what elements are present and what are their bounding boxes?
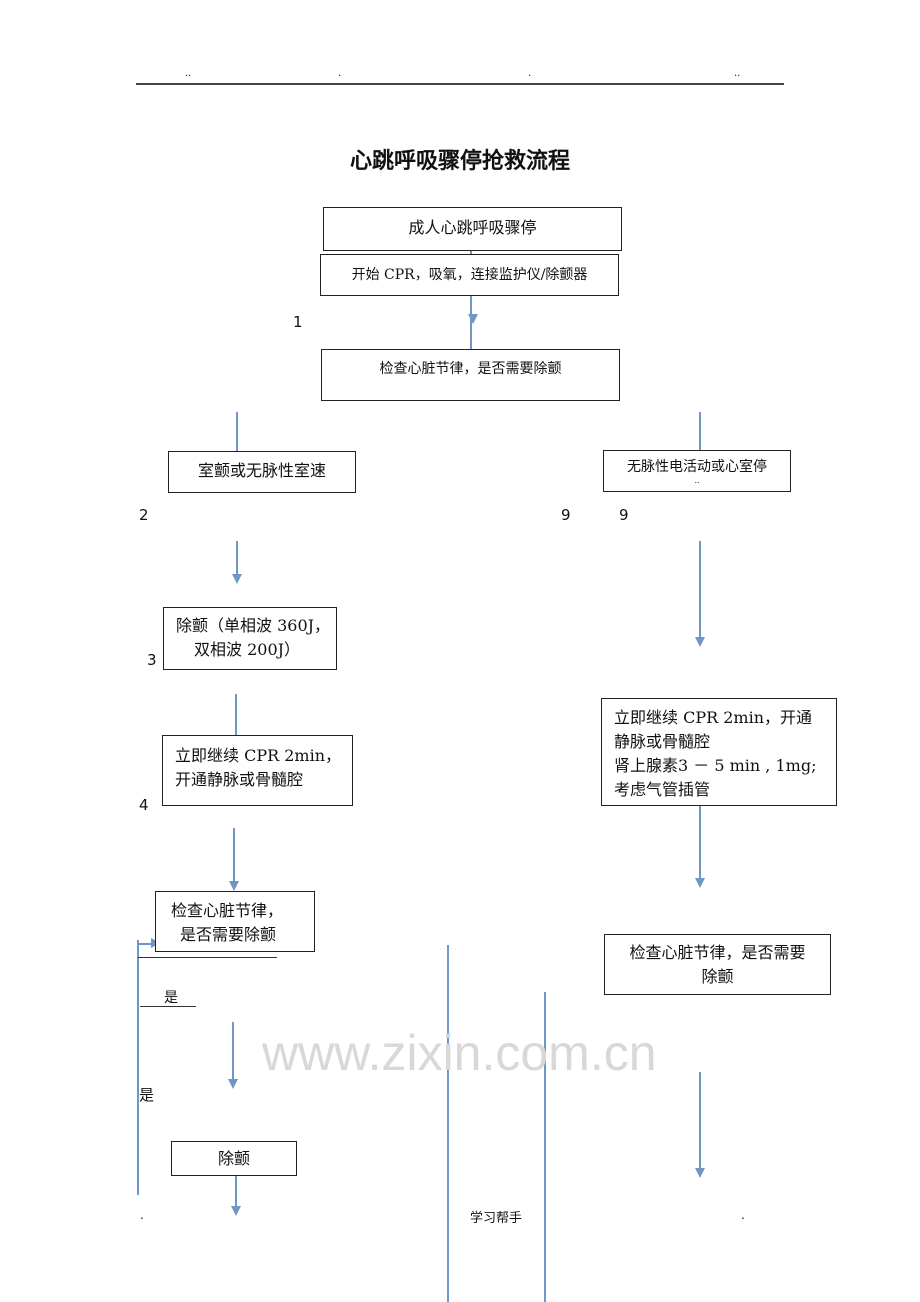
box-text: 是否需要除颤: [180, 925, 277, 944]
header-mark: .: [528, 68, 532, 79]
box-text: 静脉或骨髓腔: [614, 732, 711, 751]
step-number: 2: [139, 506, 149, 524]
connector: [470, 250, 472, 350]
connector: [699, 412, 701, 452]
header-mark: ..: [734, 68, 741, 79]
box-text: 开始 CPR，吸氧，连接监护仪/除颤器: [351, 267, 588, 283]
connector: [235, 1176, 237, 1208]
footer-text: 学习帮手: [470, 1211, 523, 1226]
arrow-down-icon: [468, 314, 478, 324]
box-text: 检查心脏节律，: [171, 901, 284, 920]
connector: [137, 943, 153, 945]
box-text: 肾上腺素3 － 5 min , 1mg;: [614, 756, 817, 775]
footer-mark: .: [741, 1208, 745, 1222]
box-adult-arrest: 成人心跳呼吸骤停: [323, 207, 622, 251]
box-text: 除颤（单相波 360J，: [176, 616, 331, 635]
box-text: 考虑气管插管: [614, 780, 711, 799]
box-text: 检查心脏节律，是否需要除颤: [379, 361, 562, 377]
connector: [544, 992, 546, 1302]
arrow-down-icon: [695, 878, 705, 888]
box-text: 立即继续 CPR 2min，开通: [614, 708, 813, 727]
arrow-down-icon: [695, 637, 705, 647]
step-number: 3: [147, 651, 157, 669]
footer-mark: .: [140, 1208, 144, 1222]
box-text: 立即继续 CPR 2min，: [175, 746, 342, 765]
connector: [699, 790, 701, 880]
header-rule: [136, 83, 784, 85]
arrow-down-icon: [229, 881, 239, 891]
arrow-down-icon: [228, 1079, 238, 1089]
box-defibrillate-2: 除颤: [171, 1141, 297, 1176]
header-mark: .: [338, 68, 342, 79]
box-text: 除颤: [217, 1149, 250, 1168]
connector: [699, 541, 701, 639]
box-text: 除颤: [701, 967, 734, 986]
connector: [232, 1022, 234, 1082]
box-start-cpr: 开始 CPR，吸氧，连接监护仪/除颤器: [320, 254, 619, 296]
box-check-rhythm-right: 检查心脏节律，是否需要除颤: [604, 934, 831, 995]
box-text: 检查心脏节律，是否需要: [629, 943, 806, 962]
box-continue-cpr-right: 立即继续 CPR 2min，开通静脉或骨髓腔肾上腺素3 － 5 min , 1m…: [601, 698, 837, 806]
connector: [137, 940, 139, 1195]
step-number: 4: [139, 796, 149, 814]
box-continue-cpr-left: 立即继续 CPR 2min， 开通静脉或骨髓腔: [162, 735, 353, 806]
watermark: www.zixin.com.cn: [262, 1025, 657, 1081]
box-defibrillate: 除颤（单相波 360J， 双相波 200J）: [163, 607, 337, 670]
box-vf-vt: 室颤或无脉性室速: [168, 451, 356, 493]
connector: [235, 694, 237, 736]
connector: [447, 945, 449, 1302]
rule: [138, 957, 277, 958]
header-mark: ..: [185, 68, 192, 79]
box-text: 室颤或无脉性室速: [197, 461, 326, 480]
step-number: 1: [293, 313, 303, 331]
arrow-down-icon: [232, 574, 242, 584]
step-number: 9: [561, 506, 571, 524]
box-check-rhythm: 检查心脏节律，是否需要除颤: [321, 349, 620, 401]
yes-label: 是: [139, 1086, 155, 1104]
box-text: 成人心跳呼吸骤停: [408, 218, 537, 237]
box-pea-asystole: 无脉性电活动或心室停..: [603, 450, 791, 492]
box-text: 无脉性电活动或心室停: [627, 459, 767, 475]
page-title: 心跳呼吸骤停抢救流程: [349, 149, 570, 174]
connector: [233, 828, 235, 883]
rule: [140, 1006, 196, 1007]
connector: [236, 541, 238, 576]
step-number: 9: [619, 506, 629, 524]
arrow-down-icon: [231, 1206, 241, 1216]
box-text: 双相波 200J）: [194, 640, 301, 659]
connector: [699, 1072, 701, 1170]
box-text: ..: [694, 476, 700, 485]
arrow-down-icon: [695, 1168, 705, 1178]
box-check-rhythm-left: 检查心脏节律， 是否需要除颤: [155, 891, 315, 952]
box-text: 开通静脉或骨髓腔: [175, 770, 304, 789]
connector: [236, 412, 238, 452]
yes-label: 是: [164, 990, 178, 1006]
